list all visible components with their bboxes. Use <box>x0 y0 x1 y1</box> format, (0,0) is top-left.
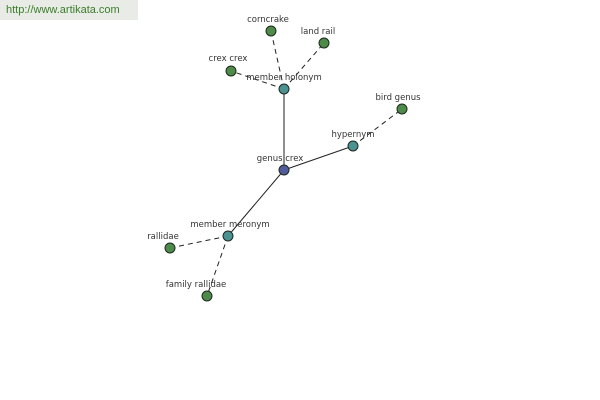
edge-member-holonym-to-corncrake <box>270 30 285 90</box>
node-corncrake[interactable] <box>265 25 277 37</box>
edge-genus-crex-to-hypernym <box>283 145 354 171</box>
node-crex-crex[interactable] <box>225 65 237 77</box>
node-member-meronym[interactable] <box>222 230 234 242</box>
edge-member-holonym-to-land-rail <box>283 42 325 90</box>
node-bird-genus[interactable] <box>396 103 408 115</box>
label-corncrake: corncrake <box>247 15 289 25</box>
label-bird-genus: bird genus <box>375 93 421 103</box>
label-crex-crex: crex crex <box>209 54 248 64</box>
label-hypernym: hypernym <box>331 130 374 140</box>
edge-hypernym-to-bird-genus <box>352 108 403 147</box>
label-genus-crex: genus crex <box>257 154 304 164</box>
graph-nodes <box>164 25 408 302</box>
edge-member-meronym-to-rallidae <box>169 235 229 249</box>
site-url-link[interactable]: http://www.artikata.com <box>0 0 138 20</box>
graph-edges <box>169 30 403 297</box>
label-member-meronym: member meronym <box>190 220 269 230</box>
edge-genus-crex-to-member-meronym <box>227 169 285 237</box>
label-land-rail: land rail <box>301 27 335 37</box>
node-family-rallidae[interactable] <box>201 290 213 302</box>
label-family-rallidae: family rallidae <box>166 280 227 290</box>
label-member-holonym: member holonym <box>246 73 321 83</box>
edge-member-meronym-to-family-rallidae <box>206 235 229 297</box>
label-rallidae: rallidae <box>147 232 179 242</box>
node-land-rail[interactable] <box>318 37 330 49</box>
node-hypernym[interactable] <box>347 140 359 152</box>
graph-labels: genus crex member holonym hypernym member m… <box>147 15 421 290</box>
node-member-holonym[interactable] <box>278 83 290 95</box>
node-genus-crex[interactable] <box>278 164 290 176</box>
edge-member-holonym-to-crex-crex <box>230 70 285 90</box>
node-rallidae[interactable] <box>164 242 176 254</box>
